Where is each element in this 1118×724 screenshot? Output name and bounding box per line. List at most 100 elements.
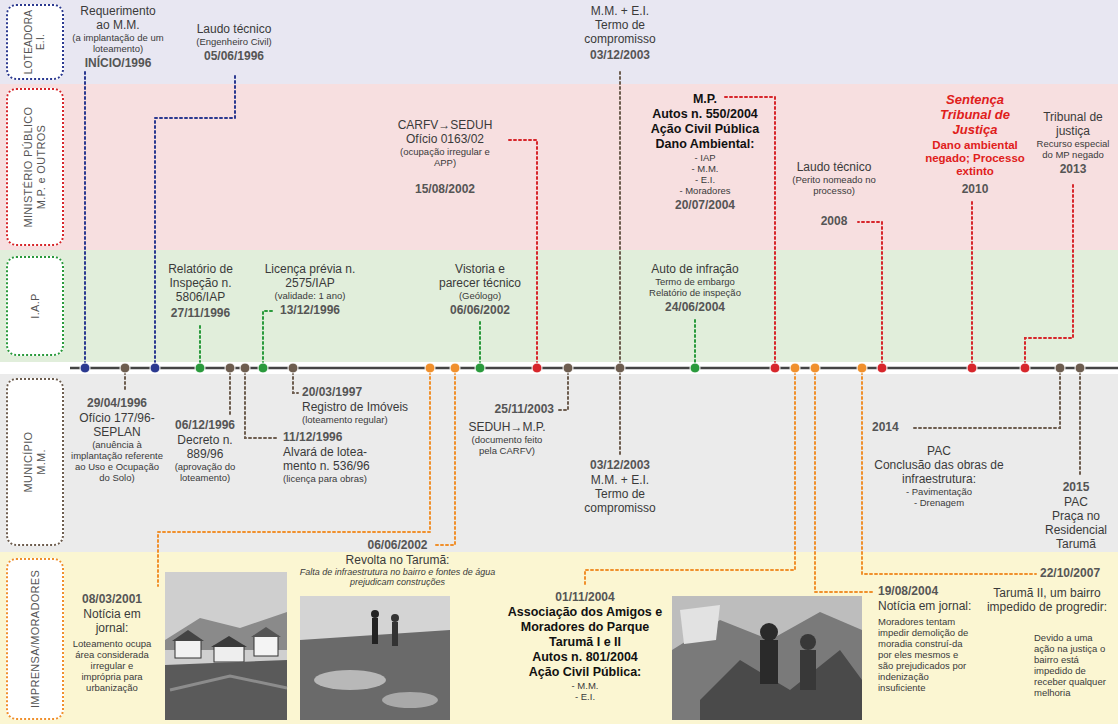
- event-note: Moradores tentam impedir demolição de mo…: [878, 616, 973, 693]
- event-note: (ocupação irregular e APP): [400, 146, 490, 168]
- event-text: SEDUH→M.P.: [462, 420, 552, 434]
- date-label: 13/12/1996: [262, 303, 358, 318]
- date-label: 29/04/1996: [70, 396, 164, 411]
- event-text: Ofício 177/96-SEPLAN: [70, 411, 164, 439]
- event-title: Dano Ambiental:: [645, 137, 765, 152]
- event-group: 20/03/1997Registro de Imóveis(loteamento…: [302, 385, 422, 425]
- date-label: 24/06/2004: [635, 300, 755, 315]
- event-group: M.P.Autos n. 550/2004Ação Civil PúblicaD…: [645, 92, 765, 213]
- event-text: Conclusão das obras de infraestrutura:: [868, 458, 1010, 486]
- event-note: - E.I.: [505, 691, 665, 702]
- date-label: 19/08/2004: [878, 584, 973, 599]
- band-loteadora: [0, 0, 1118, 84]
- date-label: 01/11/2004: [505, 590, 665, 605]
- event-group: 08/03/2001Notícia em jornal:Loteamento o…: [70, 592, 154, 693]
- event-group: Auto de infraçãoTermo de embargoRelatóri…: [635, 262, 755, 315]
- event-text: Decreto n. 889/96: [165, 433, 245, 461]
- event-note: Falta de infraestrutura no bairro e font…: [290, 567, 505, 587]
- row-label: I.A.P: [29, 266, 42, 346]
- event-group: Relatório de Inspeção n. 5806/IAP27/11/1…: [158, 262, 243, 321]
- event-note: (licença para obras): [283, 473, 383, 484]
- event-note: (Geólogo): [435, 290, 525, 301]
- event-note: (a implantação de um loteamento): [72, 32, 164, 54]
- event-group: 29/04/1996Ofício 177/96-SEPLAN(anuência …: [70, 396, 164, 483]
- event-note: Termo de embargo: [635, 276, 755, 287]
- event-note: - Drenagem: [868, 497, 1010, 508]
- event-group: 06/06/2002Revolta no Tarumã:Falta de inf…: [290, 538, 505, 587]
- event-note: - Pavimentação: [868, 486, 1010, 497]
- event-text: Praça no Residencial Tarumã: [1038, 509, 1114, 551]
- row-label-box: MINISTÉRIO PÚBLICO M.P. e OUTROS: [6, 88, 64, 246]
- date-label: 06/06/2002: [290, 538, 505, 553]
- event-group: Licença prévia n. 2575/IAP(validade: 1 a…: [262, 262, 358, 318]
- date-label: 2014: [872, 420, 916, 435]
- event-text: Relatório de Inspeção n. 5806/IAP: [158, 262, 243, 304]
- event-text: Notícia em jornal:: [878, 599, 973, 613]
- event-group: Sentença Tribunal de JustiçaDano ambient…: [920, 92, 1030, 197]
- event-note: - M.M.: [505, 680, 665, 691]
- event-group: 2014: [872, 420, 916, 435]
- event-text: Tarumã II, um bairro impedido de progred…: [982, 586, 1112, 614]
- event-text: Alvará de lotea- mento n. 536/96: [283, 445, 383, 473]
- event-text: Laudo técnico: [188, 22, 280, 36]
- event-note: (Perito nomeado no processo): [790, 174, 878, 196]
- event-note: - E.I.: [645, 174, 765, 185]
- event-title: M.P.: [645, 92, 765, 107]
- date-label: 2008: [790, 214, 878, 229]
- row-label-box: I.A.P: [6, 256, 64, 356]
- date-label: 06/06/2002: [435, 303, 525, 318]
- event-note: - M.M.: [645, 163, 765, 174]
- event-group: Laudo técnico(Engenheiro Civil)05/06/199…: [188, 22, 280, 64]
- event-group: PACConclusão das obras de infraestrutura…: [868, 444, 1010, 508]
- date-label: 15/08/2002: [385, 182, 505, 197]
- event-text: Auto de infração: [635, 262, 755, 276]
- event-group: 2015PACPraça no Residencial Tarumã: [1038, 480, 1114, 551]
- event-note: - Moradores: [645, 185, 765, 196]
- event-group: SEDUH→M.P.(documento feito pela CARFV): [462, 420, 552, 456]
- date-label: 2010: [920, 182, 1030, 197]
- newspaper-photo: [165, 572, 287, 720]
- event-title: Autos n. 801/2004: [505, 650, 665, 665]
- date-label: 25/11/2003: [490, 402, 554, 417]
- event-text: Notícia em jornal:: [70, 607, 154, 635]
- event-group: Laudo técnico(Perito nomeado no processo…: [790, 160, 878, 229]
- event-text: M.M. + E.I. Termo de compromisso: [575, 4, 665, 46]
- event-text: Tribunal de justiça: [1033, 110, 1113, 138]
- event-group: 01/11/2004Associação dos Amigos e Morado…: [505, 590, 665, 702]
- event-note: Recurso especial do MP negado: [1033, 138, 1113, 160]
- date-label: 08/03/2001: [70, 592, 154, 607]
- event-note: (documento feito pela CARFV): [462, 434, 552, 456]
- date-label: 2013: [1033, 162, 1113, 177]
- date-label: INÍCIO/1996: [72, 56, 164, 71]
- event-title: Associação dos Amigos e Moradores do Par…: [505, 605, 665, 650]
- event-text: PAC: [868, 444, 1010, 458]
- event-title: Autos n. 550/2004: [645, 107, 765, 122]
- row-label-box: IMPRENSA/MORADORES: [6, 558, 64, 720]
- band-iap: [0, 250, 1118, 362]
- date-label: 06/12/1996: [165, 418, 245, 433]
- event-text: Licença prévia n. 2575/IAP: [262, 262, 358, 290]
- row-label: MUNICÍPIO M.M.: [22, 422, 48, 502]
- event-note: - IAP: [645, 152, 765, 163]
- date-label: 2015: [1038, 480, 1114, 495]
- event-note: Relatório de inspeção: [635, 287, 755, 298]
- event-text: PAC: [1038, 495, 1114, 509]
- verdict-text: Dano ambiental negado; Processo extinto: [925, 139, 1025, 178]
- event-title: Ação Civil Pública: [645, 122, 765, 137]
- date-label: 20/07/2004: [645, 198, 765, 213]
- event-text: Requerimento ao M.M.: [72, 4, 164, 32]
- event-text: Revolta no Tarumã:: [290, 553, 505, 567]
- event-title: Ação Civil Pública:: [505, 665, 665, 680]
- event-text: M.M. + E.I. Termo de compromisso: [575, 473, 665, 515]
- event-group: 19/08/2004Notícia em jornal: Moradores te…: [878, 584, 973, 693]
- event-note: (loteamento regular): [302, 414, 422, 425]
- event-group: Tarumã II, um bairro impedido de progred…: [982, 586, 1112, 614]
- event-note: (validade: 1 ano): [262, 290, 358, 301]
- event-text: Laudo técnico: [790, 160, 878, 174]
- event-group: Tribunal de justiçaRecurso especial do M…: [1033, 110, 1113, 177]
- newspaper-photo: [300, 596, 450, 720]
- event-text: Vistoria e parecer técnico: [435, 262, 525, 290]
- event-group: 11/12/1996Alvará de lotea- mento n. 536/…: [283, 430, 383, 484]
- event-group: 06/12/1996Decreto n. 889/96(aprovação do…: [165, 418, 245, 483]
